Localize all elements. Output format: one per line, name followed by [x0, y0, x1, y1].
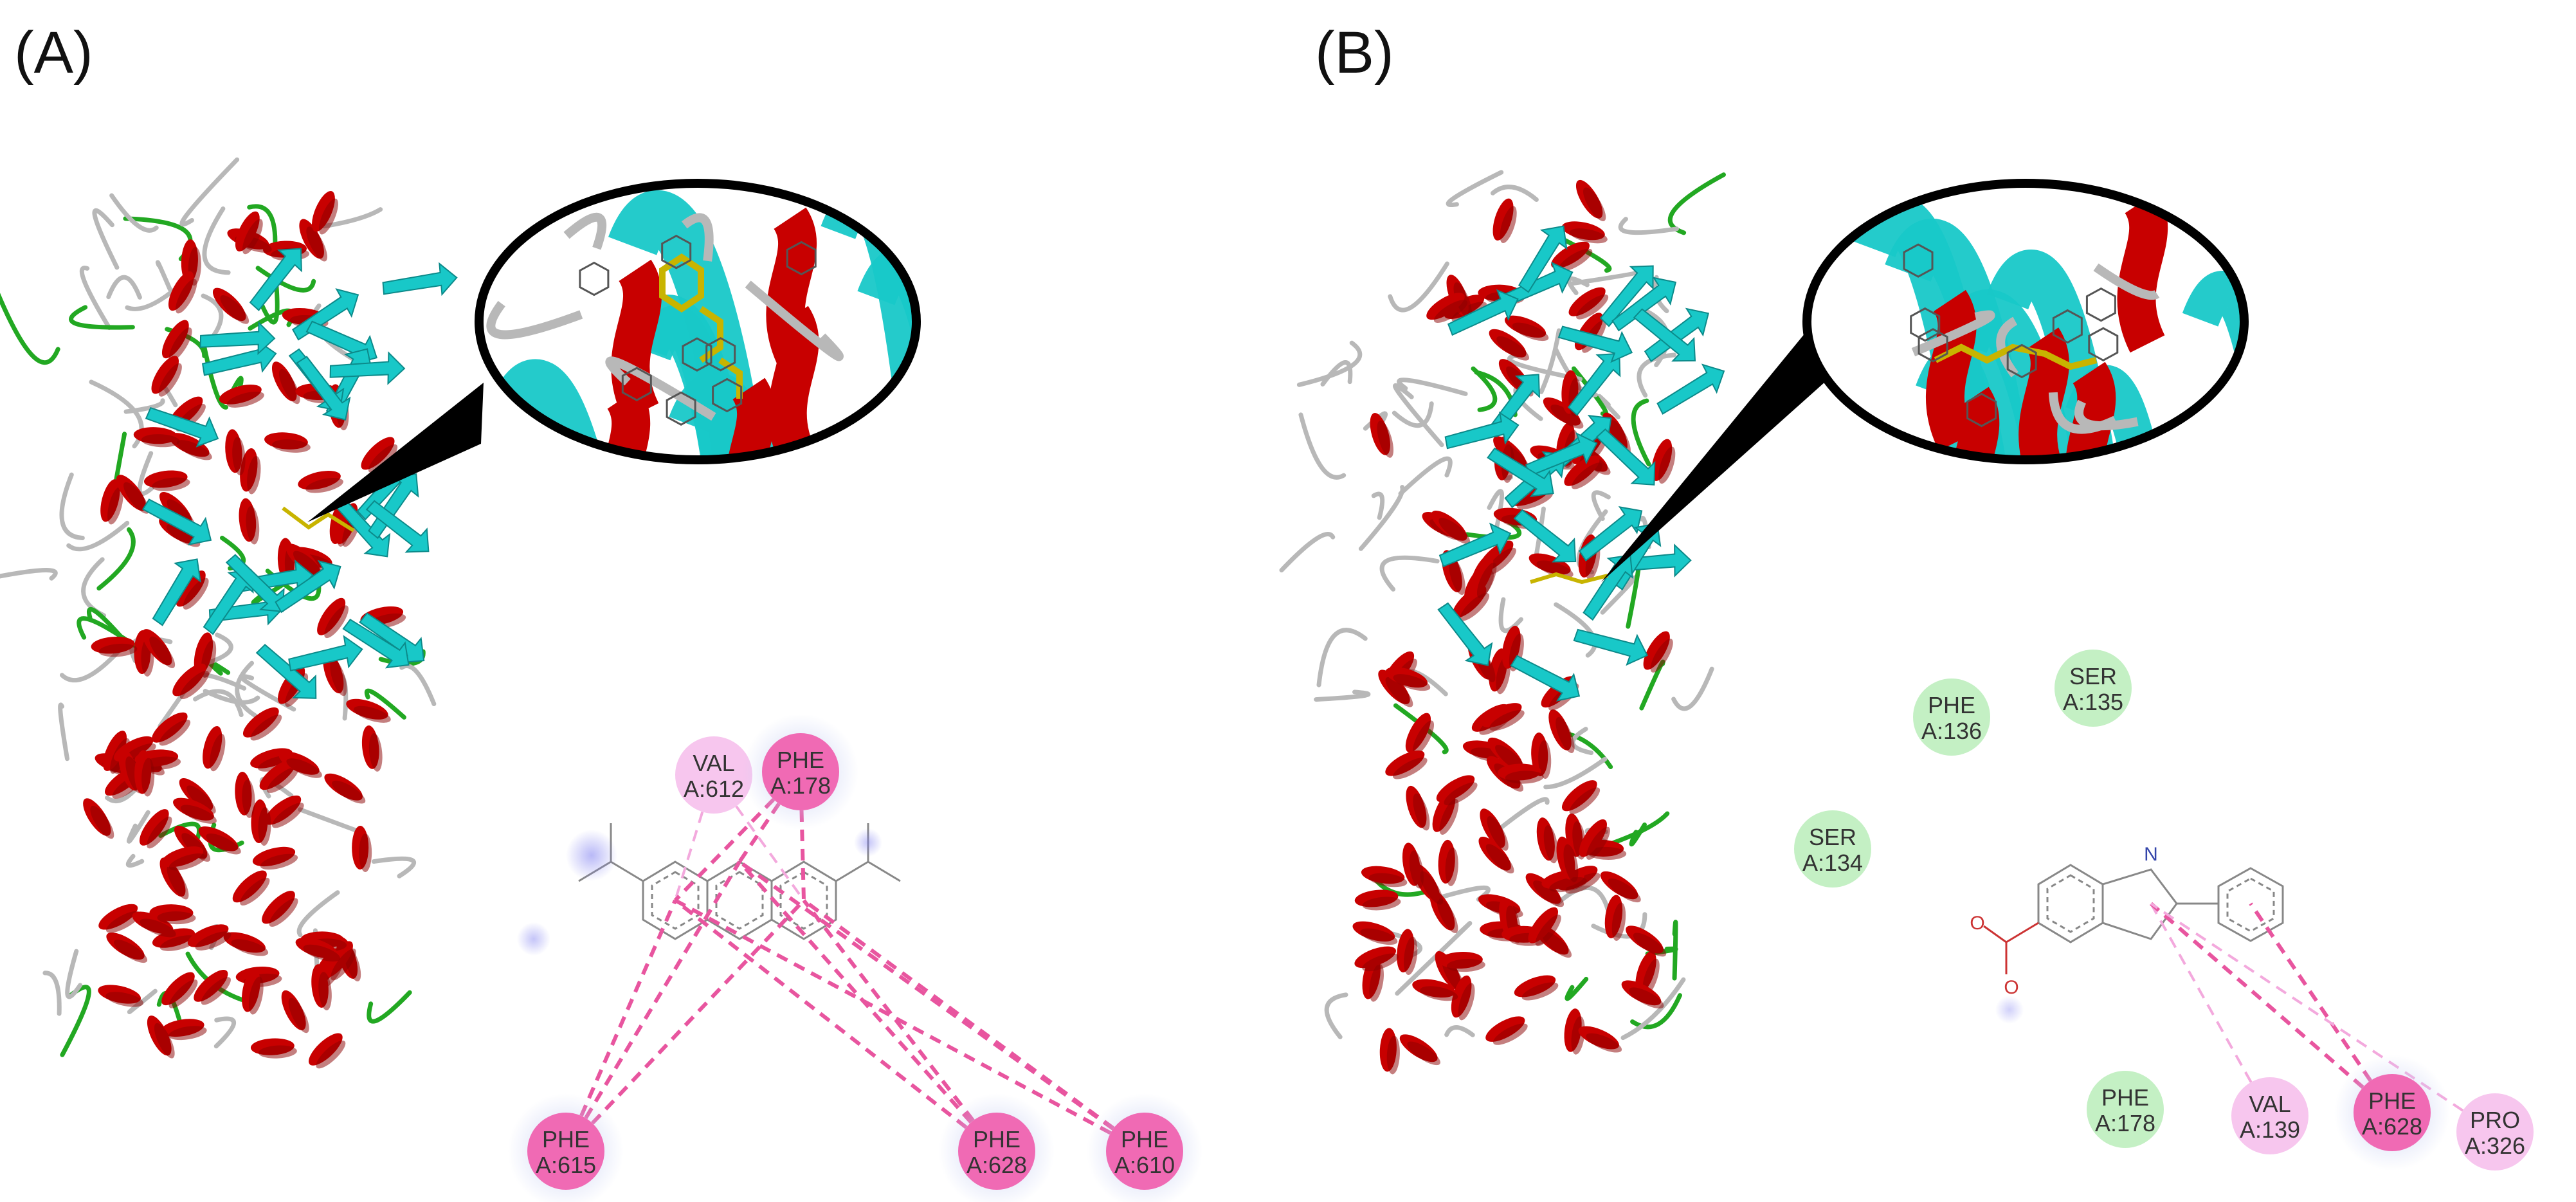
- residue-id: A:610: [1114, 1152, 1175, 1178]
- residue-name: VAL: [2249, 1091, 2290, 1117]
- residue-name: PHE: [542, 1126, 590, 1152]
- residue-name: PRO: [2470, 1107, 2520, 1133]
- residue-name: PHE: [1121, 1126, 1168, 1152]
- ligand-structure-a: [578, 823, 901, 940]
- residue-id: A:326: [2465, 1133, 2525, 1159]
- residue-id: A:178: [770, 772, 831, 799]
- protein-structure-b: [1279, 170, 1726, 1075]
- residue-name: PHE: [973, 1126, 1020, 1152]
- residue-name: PHE: [2368, 1088, 2416, 1114]
- residue-name: PHE: [2101, 1084, 2149, 1111]
- residue-id: A:178: [2095, 1110, 2155, 1136]
- protein-structure-a: [0, 157, 458, 1069]
- interaction-diagram-a: [517, 823, 901, 956]
- interaction-line-1-4-0: [2150, 903, 2271, 1116]
- zoom-pointer-b: [1601, 315, 1825, 582]
- interaction-line-0-4-2: [803, 898, 1146, 1153]
- interaction-line-0-3-2: [802, 899, 999, 1152]
- residue-name: PHE: [1928, 692, 1975, 718]
- residue-id: A:612: [684, 776, 744, 802]
- interaction-line-0-3-1: [738, 861, 999, 1152]
- interaction-line-0-3-0: [674, 898, 998, 1153]
- residue-id: A:135: [2063, 689, 2123, 715]
- oxygen-atom-label-1: O: [1970, 913, 1984, 934]
- panel-label-a: (A): [14, 20, 93, 86]
- zoom-inset-a: [475, 179, 921, 464]
- interaction-line-0-2-1: [564, 861, 741, 1152]
- residue-name: SER: [2069, 663, 2117, 689]
- zoom-pointer-a: [307, 383, 484, 522]
- residue-id: A:615: [536, 1152, 596, 1178]
- residue-id: A:134: [1802, 850, 1863, 876]
- ligand-structure-b: [1983, 864, 2284, 974]
- panel-label-b: (B): [1315, 20, 1394, 86]
- residue-name: SER: [1809, 824, 1856, 850]
- interaction-diagram-b: N O O: [1970, 844, 2284, 1024]
- residue-id: A:628: [2362, 1113, 2422, 1140]
- residue-name: VAL: [693, 750, 734, 776]
- residue-id: A:139: [2240, 1116, 2300, 1143]
- interaction-line-0-4-0: [674, 898, 1146, 1153]
- zoom-inset-b: [1802, 179, 2249, 464]
- interaction-line-1-5-0: [2150, 902, 2393, 1115]
- oxygen-atom-label-2: O: [2004, 977, 2018, 998]
- residue-name: PHE: [777, 747, 824, 773]
- residue-layer: VALA:612PHEA:178PHEA:615PHEA:628PHEA:610…: [508, 650, 2534, 1202]
- nitrogen-atom-label: N: [2144, 844, 2158, 865]
- residue-id: A:628: [966, 1152, 1027, 1178]
- interaction-line-0-4-1: [738, 860, 1146, 1153]
- residue-id: A:136: [1921, 718, 1982, 744]
